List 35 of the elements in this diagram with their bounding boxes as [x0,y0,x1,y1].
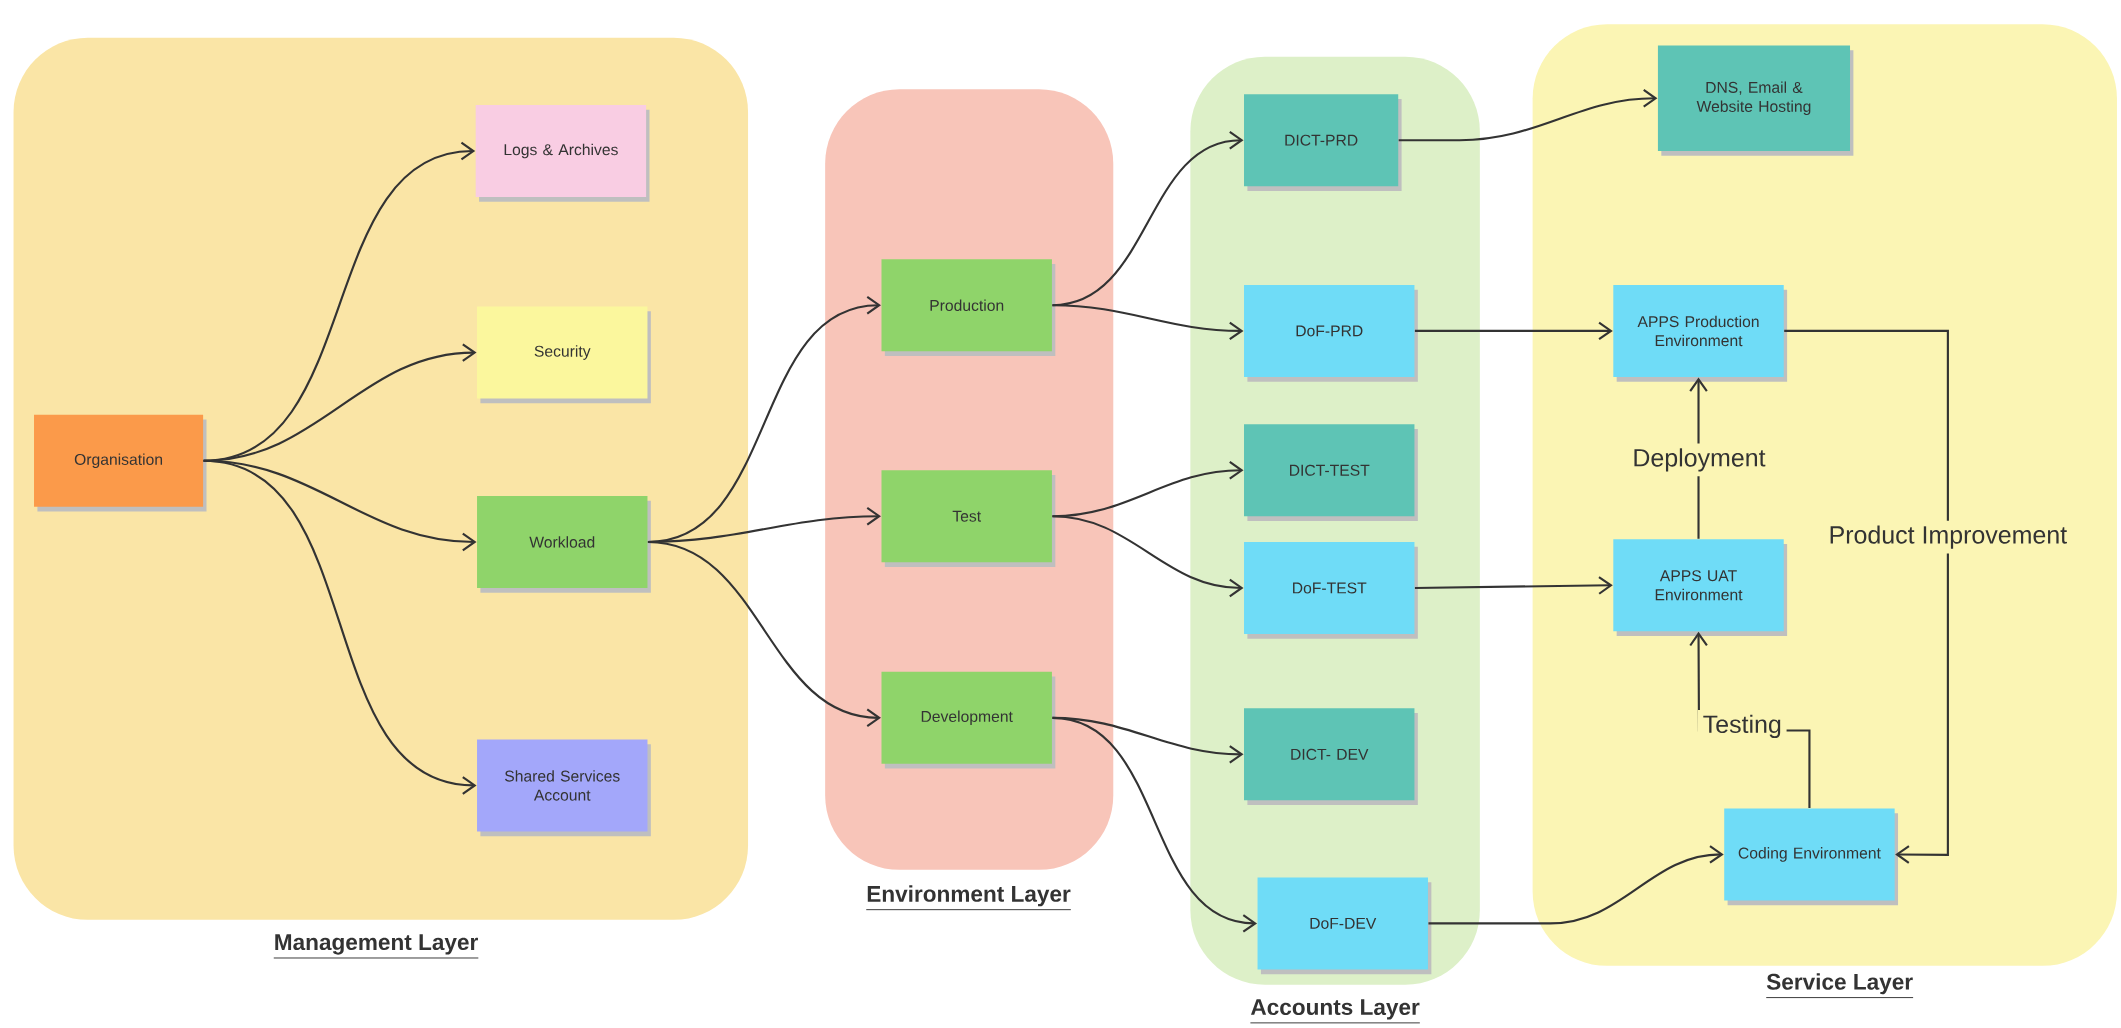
arrow [1414,576,1613,595]
arrow [1398,89,1658,142]
arrow [647,540,881,727]
edge-label: Product Improvement [1823,520,2072,554]
layer-heading: Service Layer [1765,973,1914,999]
sticky-note: Workload [477,495,651,593]
layer-heading: Environment Layer [865,885,1072,911]
sticky-note: APPS UAT Environment [1613,539,1788,636]
sticky-note: DICT- DEV [1244,708,1418,806]
sticky-note: Logs & Archives [475,105,650,202]
sticky-note: Organisation [34,414,207,512]
sticky-note: DoF-DEV [1257,877,1432,975]
sticky-note: Security [477,306,651,404]
arrow [1428,845,1724,925]
sticky-note: DoF-TEST [1244,541,1418,639]
arrow [1052,716,1258,933]
arrow [1052,515,1244,598]
layer-heading: Accounts Layer [1249,999,1421,1024]
sticky-note: DICT-PRD [1244,94,1402,191]
sticky-note: Test [881,470,1056,567]
sticky-note: Production [881,259,1056,356]
sticky-note: Shared Services Account [477,739,651,837]
sticky-note: DoF-PRD [1244,284,1418,382]
arrow [1414,321,1613,341]
sticky-note: DICT-TEST [1244,424,1418,521]
sticky-note: Coding Environment [1724,808,1899,906]
sticky-note: DNS, Email & Website Hosting [1657,45,1854,156]
sticky-note: Development [881,671,1056,769]
sticky-note: APPS Production Environment [1613,284,1788,382]
edge-label: Deployment [1627,443,1771,477]
arrow [1052,304,1244,341]
arrow [203,459,477,795]
arrow [1784,329,1949,864]
layer-heading: Management Layer [273,934,479,959]
edge-label: Testing [1698,710,1787,743]
